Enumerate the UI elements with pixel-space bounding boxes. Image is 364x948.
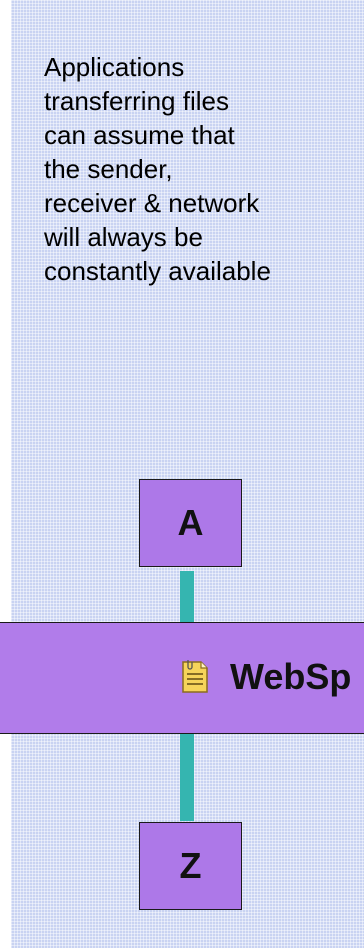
- node-z-label: Z: [179, 845, 202, 886]
- node-a: A: [139, 479, 242, 567]
- node-a-label: A: [177, 502, 204, 543]
- connector-a-to-bus: [180, 571, 194, 623]
- bus-label: WebSp: [230, 656, 352, 697]
- background-panel: [11, 0, 364, 948]
- node-z: Z: [139, 822, 242, 910]
- connector-bus-to-z: [180, 733, 194, 821]
- middleware-bus: [0, 622, 364, 734]
- description-text: Applications transferring files can assu…: [44, 52, 271, 286]
- document-icon: [182, 660, 208, 693]
